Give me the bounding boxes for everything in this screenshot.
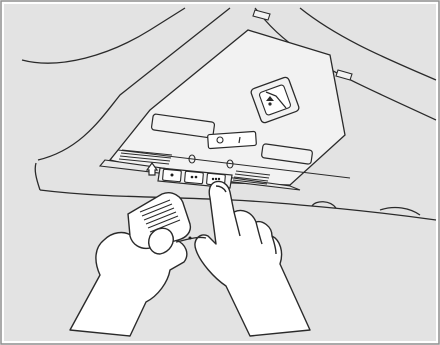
door-light-switch (208, 131, 257, 148)
remote-led (189, 237, 192, 240)
homelink-button-2 (185, 171, 204, 184)
